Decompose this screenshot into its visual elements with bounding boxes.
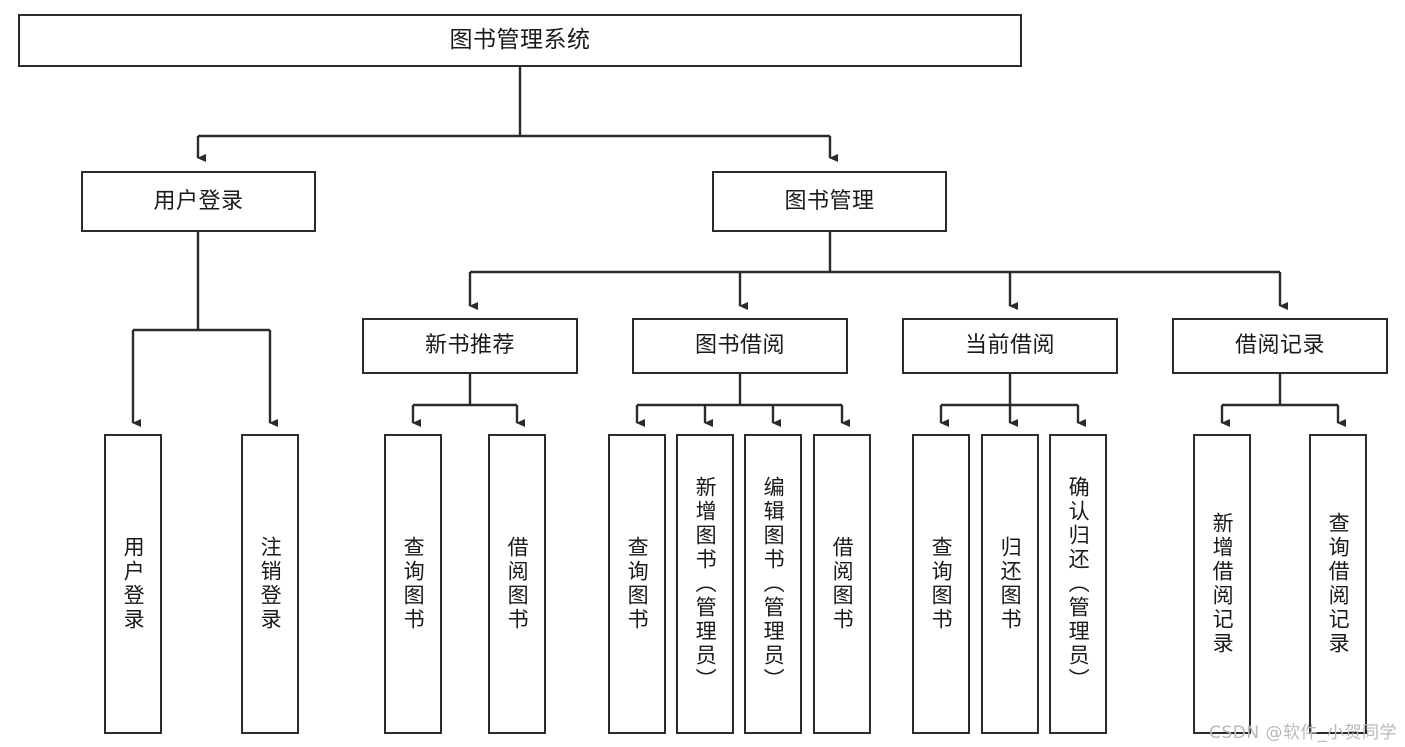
node-book-borrow[interactable]: 图书借阅	[632, 318, 848, 374]
leaf-logout[interactable]: 注销登录	[241, 434, 299, 734]
leaf-edit-book-label: 编辑图书（管理员）	[761, 476, 786, 692]
node-borrow-record-label: 借阅记录	[1234, 333, 1325, 359]
leaf-edit-book[interactable]: 编辑图书（管理员）	[744, 434, 802, 734]
node-root-label: 图书管理系统	[449, 26, 591, 53]
leaf-query-book-1-label: 查询图书	[401, 536, 426, 632]
leaf-query-book-1[interactable]: 查询图书	[384, 434, 442, 734]
leaf-return-book-label: 归还图书	[998, 536, 1023, 632]
node-book-manage[interactable]: 图书管理	[712, 171, 947, 232]
leaf-confirm-return-label: 确认归还（管理员）	[1066, 476, 1091, 692]
leaf-logout-label: 注销登录	[258, 536, 283, 632]
node-current-borrow[interactable]: 当前借阅	[902, 318, 1118, 374]
leaf-borrow-book-2-label: 借阅图书	[830, 536, 855, 632]
leaf-query-record[interactable]: 查询借阅记录	[1309, 434, 1367, 734]
leaf-query-record-label: 查询借阅记录	[1326, 512, 1351, 656]
leaf-add-record-label: 新增借阅记录	[1210, 512, 1235, 656]
node-root[interactable]: 图书管理系统	[18, 14, 1022, 67]
leaf-query-book-3-label: 查询图书	[929, 536, 954, 632]
node-user-login[interactable]: 用户登录	[81, 171, 316, 232]
leaf-add-book-label: 新增图书（管理员）	[693, 476, 718, 692]
leaf-query-book-3[interactable]: 查询图书	[912, 434, 970, 734]
node-current-borrow-label: 当前借阅	[964, 333, 1055, 359]
node-user-login-label: 用户登录	[153, 188, 244, 214]
leaf-user-login[interactable]: 用户登录	[104, 434, 162, 734]
leaf-borrow-book-1-label: 借阅图书	[505, 536, 530, 632]
leaf-query-book-2[interactable]: 查询图书	[608, 434, 666, 734]
node-book-borrow-label: 图书借阅	[694, 333, 785, 359]
node-new-book-rec[interactable]: 新书推荐	[362, 318, 578, 374]
leaf-confirm-return[interactable]: 确认归还（管理员）	[1049, 434, 1107, 734]
leaf-user-login-label: 用户登录	[121, 536, 146, 632]
leaf-query-book-2-label: 查询图书	[625, 536, 650, 632]
node-new-book-rec-label: 新书推荐	[424, 333, 515, 359]
leaf-borrow-book-1[interactable]: 借阅图书	[488, 434, 546, 734]
leaf-borrow-book-2[interactable]: 借阅图书	[813, 434, 871, 734]
leaf-return-book[interactable]: 归还图书	[981, 434, 1039, 734]
node-borrow-record[interactable]: 借阅记录	[1172, 318, 1388, 374]
leaf-add-book[interactable]: 新增图书（管理员）	[676, 434, 734, 734]
node-book-manage-label: 图书管理	[784, 188, 875, 214]
leaf-add-record[interactable]: 新增借阅记录	[1193, 434, 1251, 734]
